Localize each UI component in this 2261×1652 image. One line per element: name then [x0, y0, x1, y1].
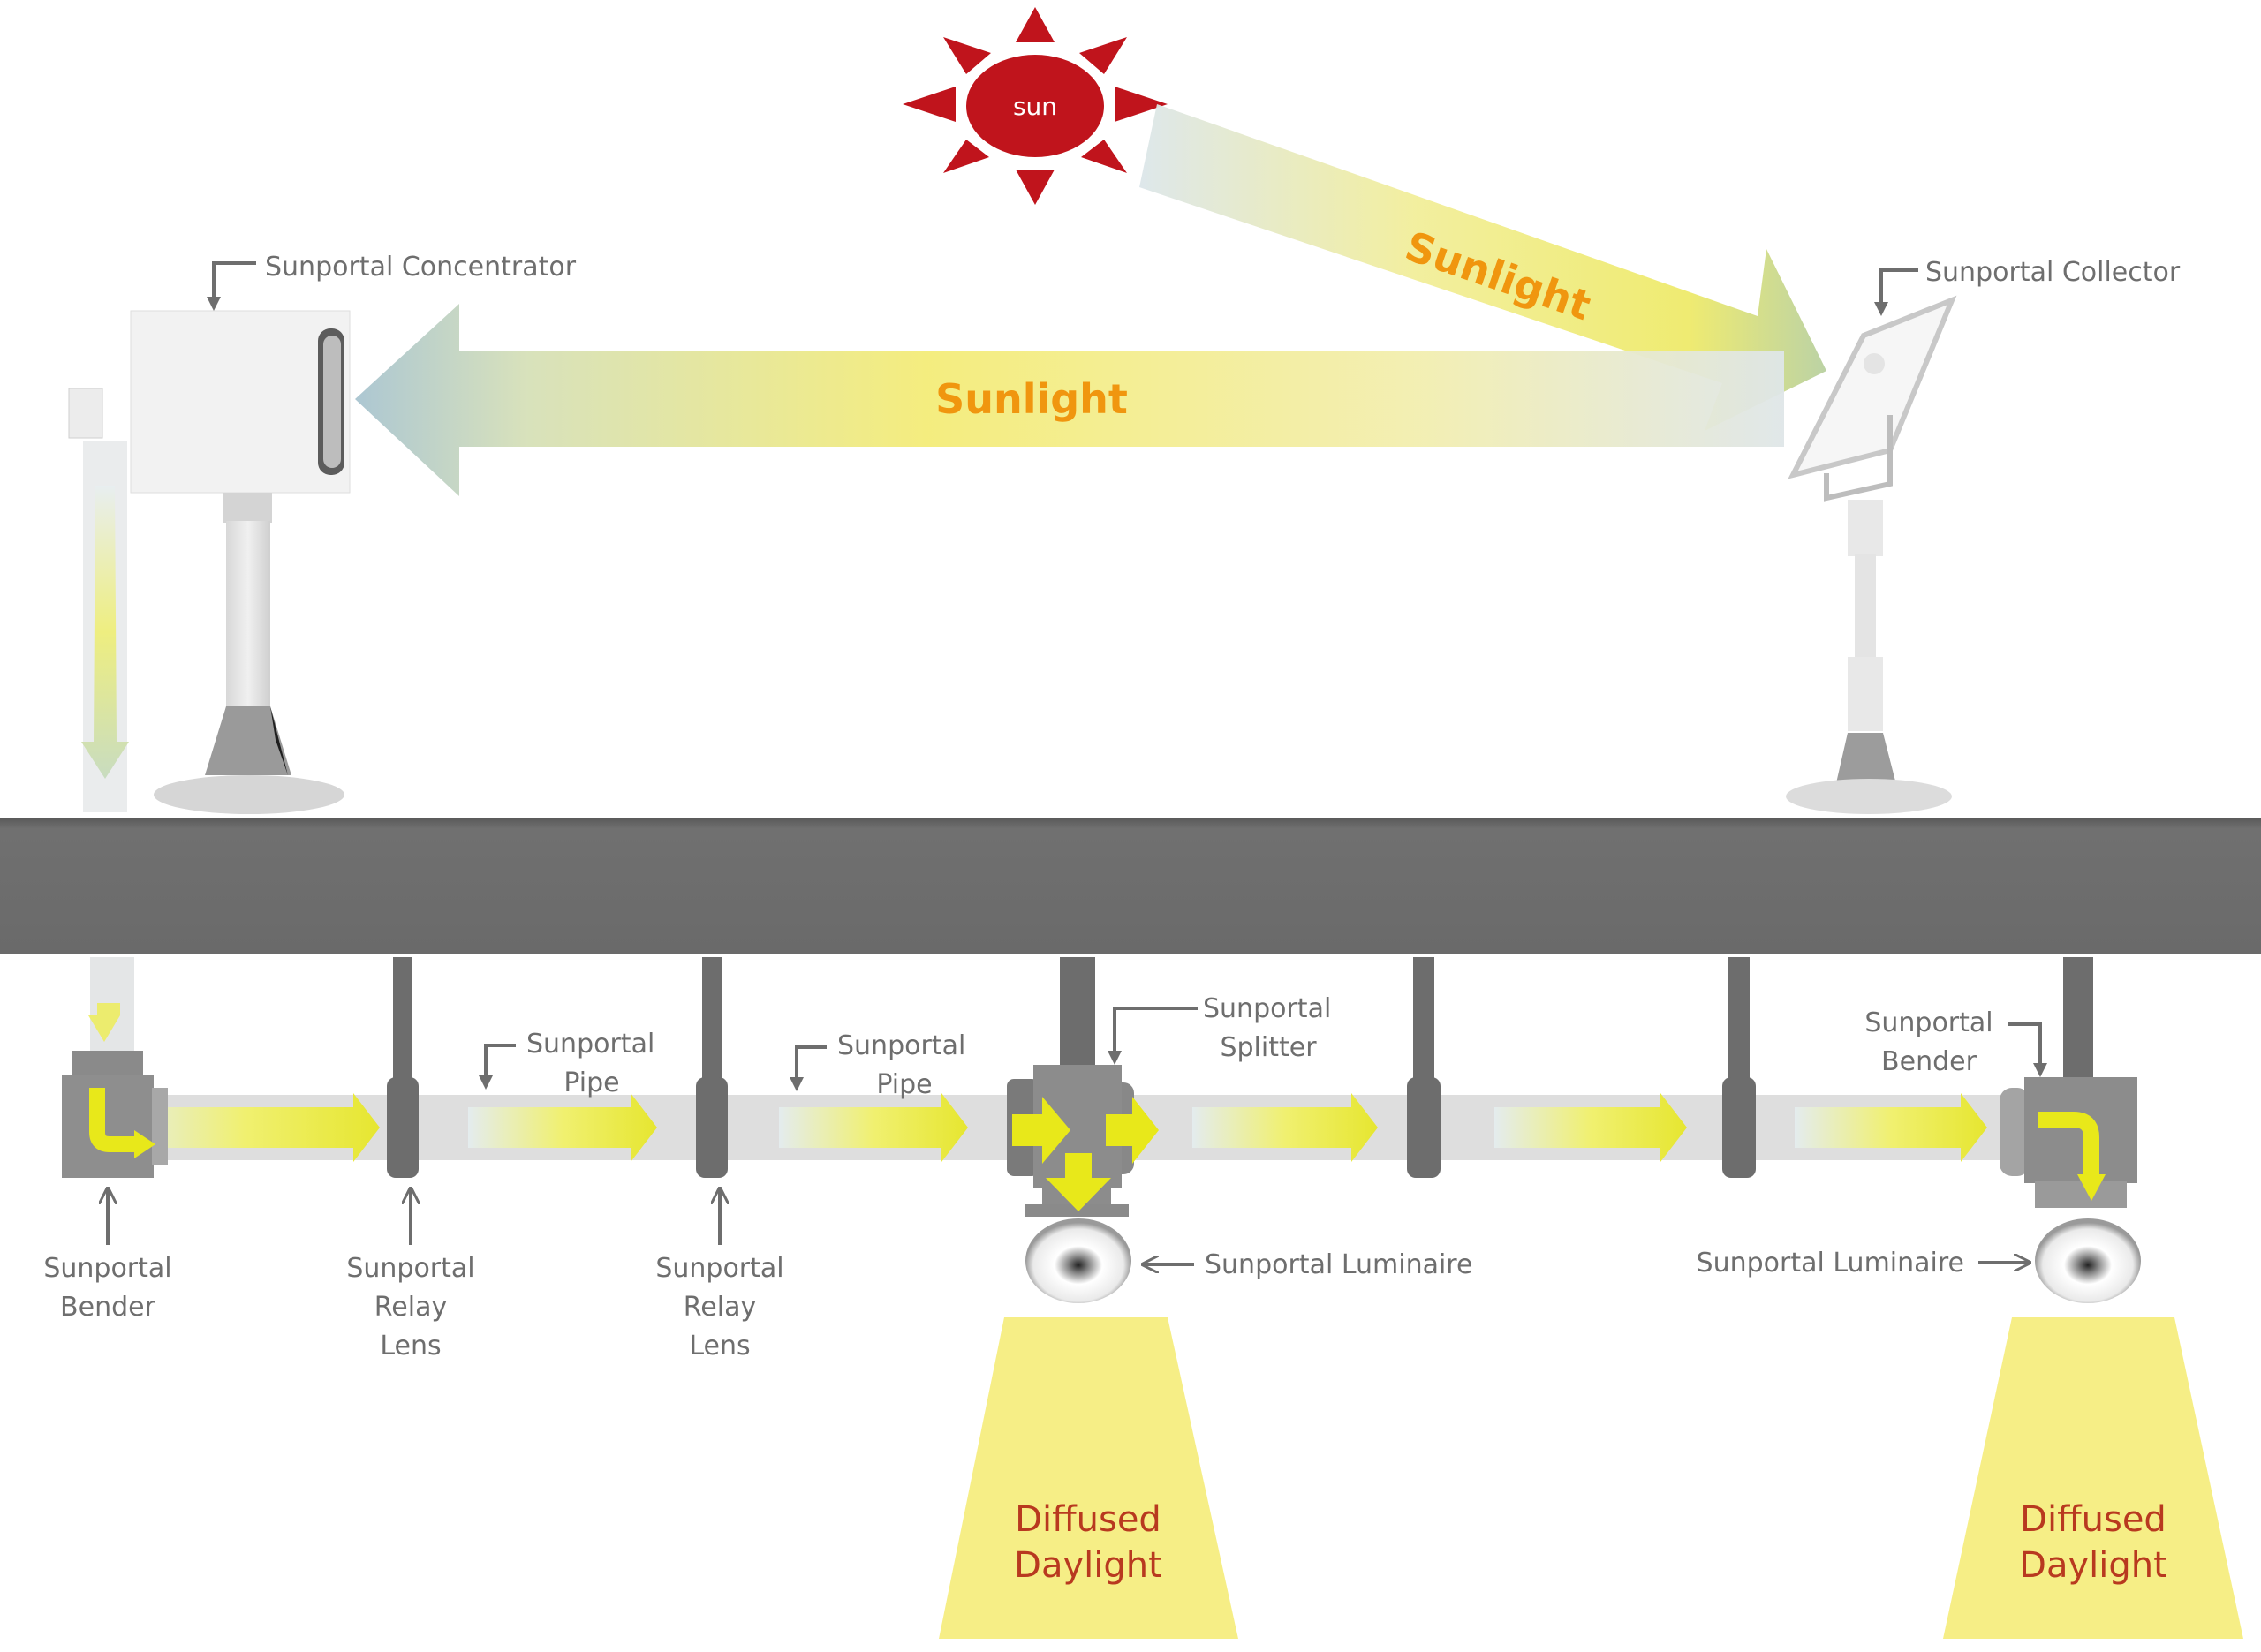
collector-label: Sunportal Collector [1925, 257, 2181, 288]
pipe-2-label-1: Sunportal [837, 1030, 965, 1061]
luminaire-1-label: Sunportal Luminaire [1205, 1249, 1472, 1280]
luminaire-2-label: Sunportal Luminaire [1697, 1248, 1964, 1279]
luminaire-1-callout: Sunportal Luminaire [1143, 1249, 1472, 1280]
pipe-2-label-2: Pipe [876, 1069, 932, 1100]
daylight-1-line2: Daylight [1014, 1545, 1162, 1586]
daylight-cone-2: Diffused Daylight [1943, 1317, 2243, 1639]
sun-icon: sun [903, 7, 1168, 205]
bender-right-label-2: Bender [1881, 1046, 1977, 1077]
relay-lens-2-label-3: Lens [689, 1331, 750, 1362]
sun-label: sun [1013, 92, 1057, 121]
pipe-1-callout: Sunportal Pipe [479, 1029, 654, 1098]
relay-lens-1-label-3: Lens [380, 1331, 441, 1362]
relay-lens-1-label-2: Relay [374, 1292, 447, 1323]
luminaire-2 [2035, 1218, 2141, 1303]
pipe-1-label-1: Sunportal [526, 1029, 654, 1060]
bender-left-label-1: Sunportal [43, 1253, 171, 1284]
ceiling-slab [0, 818, 2261, 954]
collector-device [1786, 295, 1957, 814]
luminaire-1 [1025, 1218, 1131, 1303]
splitter-label-2: Splitter [1220, 1032, 1317, 1063]
pipe-2-callout: Sunportal Pipe [790, 1030, 965, 1100]
bender-left [62, 1051, 168, 1178]
relay-lens-2 [696, 1077, 728, 1178]
splitter-label-1: Sunportal [1203, 993, 1331, 1024]
relay-lens-3 [1407, 1077, 1441, 1178]
concentrator-label: Sunportal Concentrator [265, 252, 577, 283]
pipe-light-arrows [88, 1003, 1987, 1162]
relay-lens-2-label-1: Sunportal [655, 1253, 783, 1284]
relay-lens-4 [1722, 1077, 1756, 1178]
daylight-2-line2: Daylight [2019, 1545, 2167, 1586]
concentrator-callout: Sunportal Concentrator [207, 252, 577, 311]
bender-right-label-1: Sunportal [1864, 1007, 1993, 1038]
bender-right-callout: Sunportal Bender [1864, 1007, 2047, 1077]
relay-lens-2-label-2: Relay [684, 1292, 756, 1323]
sunlight-beam-reflected: Sunlight [355, 304, 1784, 496]
hangers [393, 957, 2093, 1107]
relay-lens-1-label-1: Sunportal [346, 1253, 474, 1284]
splitter-device [1007, 1065, 1159, 1217]
sunlight-label-reflected: Sunlight [935, 375, 1128, 423]
splitter-callout: Sunportal Splitter [1108, 993, 1331, 1065]
luminaire-2-callout: Sunportal Luminaire [1697, 1248, 2030, 1279]
relay-lens-1-callout: Sunportal Relay Lens [346, 1188, 475, 1362]
daylight-2-line1: Diffused [2020, 1499, 2166, 1540]
bender-left-callout: Sunportal Bender [43, 1188, 172, 1323]
collector-callout: Sunportal Collector [1874, 257, 2181, 316]
relay-lens-2-callout: Sunportal Relay Lens [655, 1188, 784, 1362]
pipe-1-label-2: Pipe [563, 1067, 619, 1098]
relay-lens-1 [387, 1077, 419, 1178]
bender-right [2000, 1077, 2137, 1208]
concentrator-device [68, 310, 351, 814]
bender-left-label-2: Bender [60, 1292, 156, 1323]
daylight-cone-1: Diffused Daylight [939, 1317, 1238, 1639]
daylight-1-line1: Diffused [1015, 1499, 1161, 1540]
